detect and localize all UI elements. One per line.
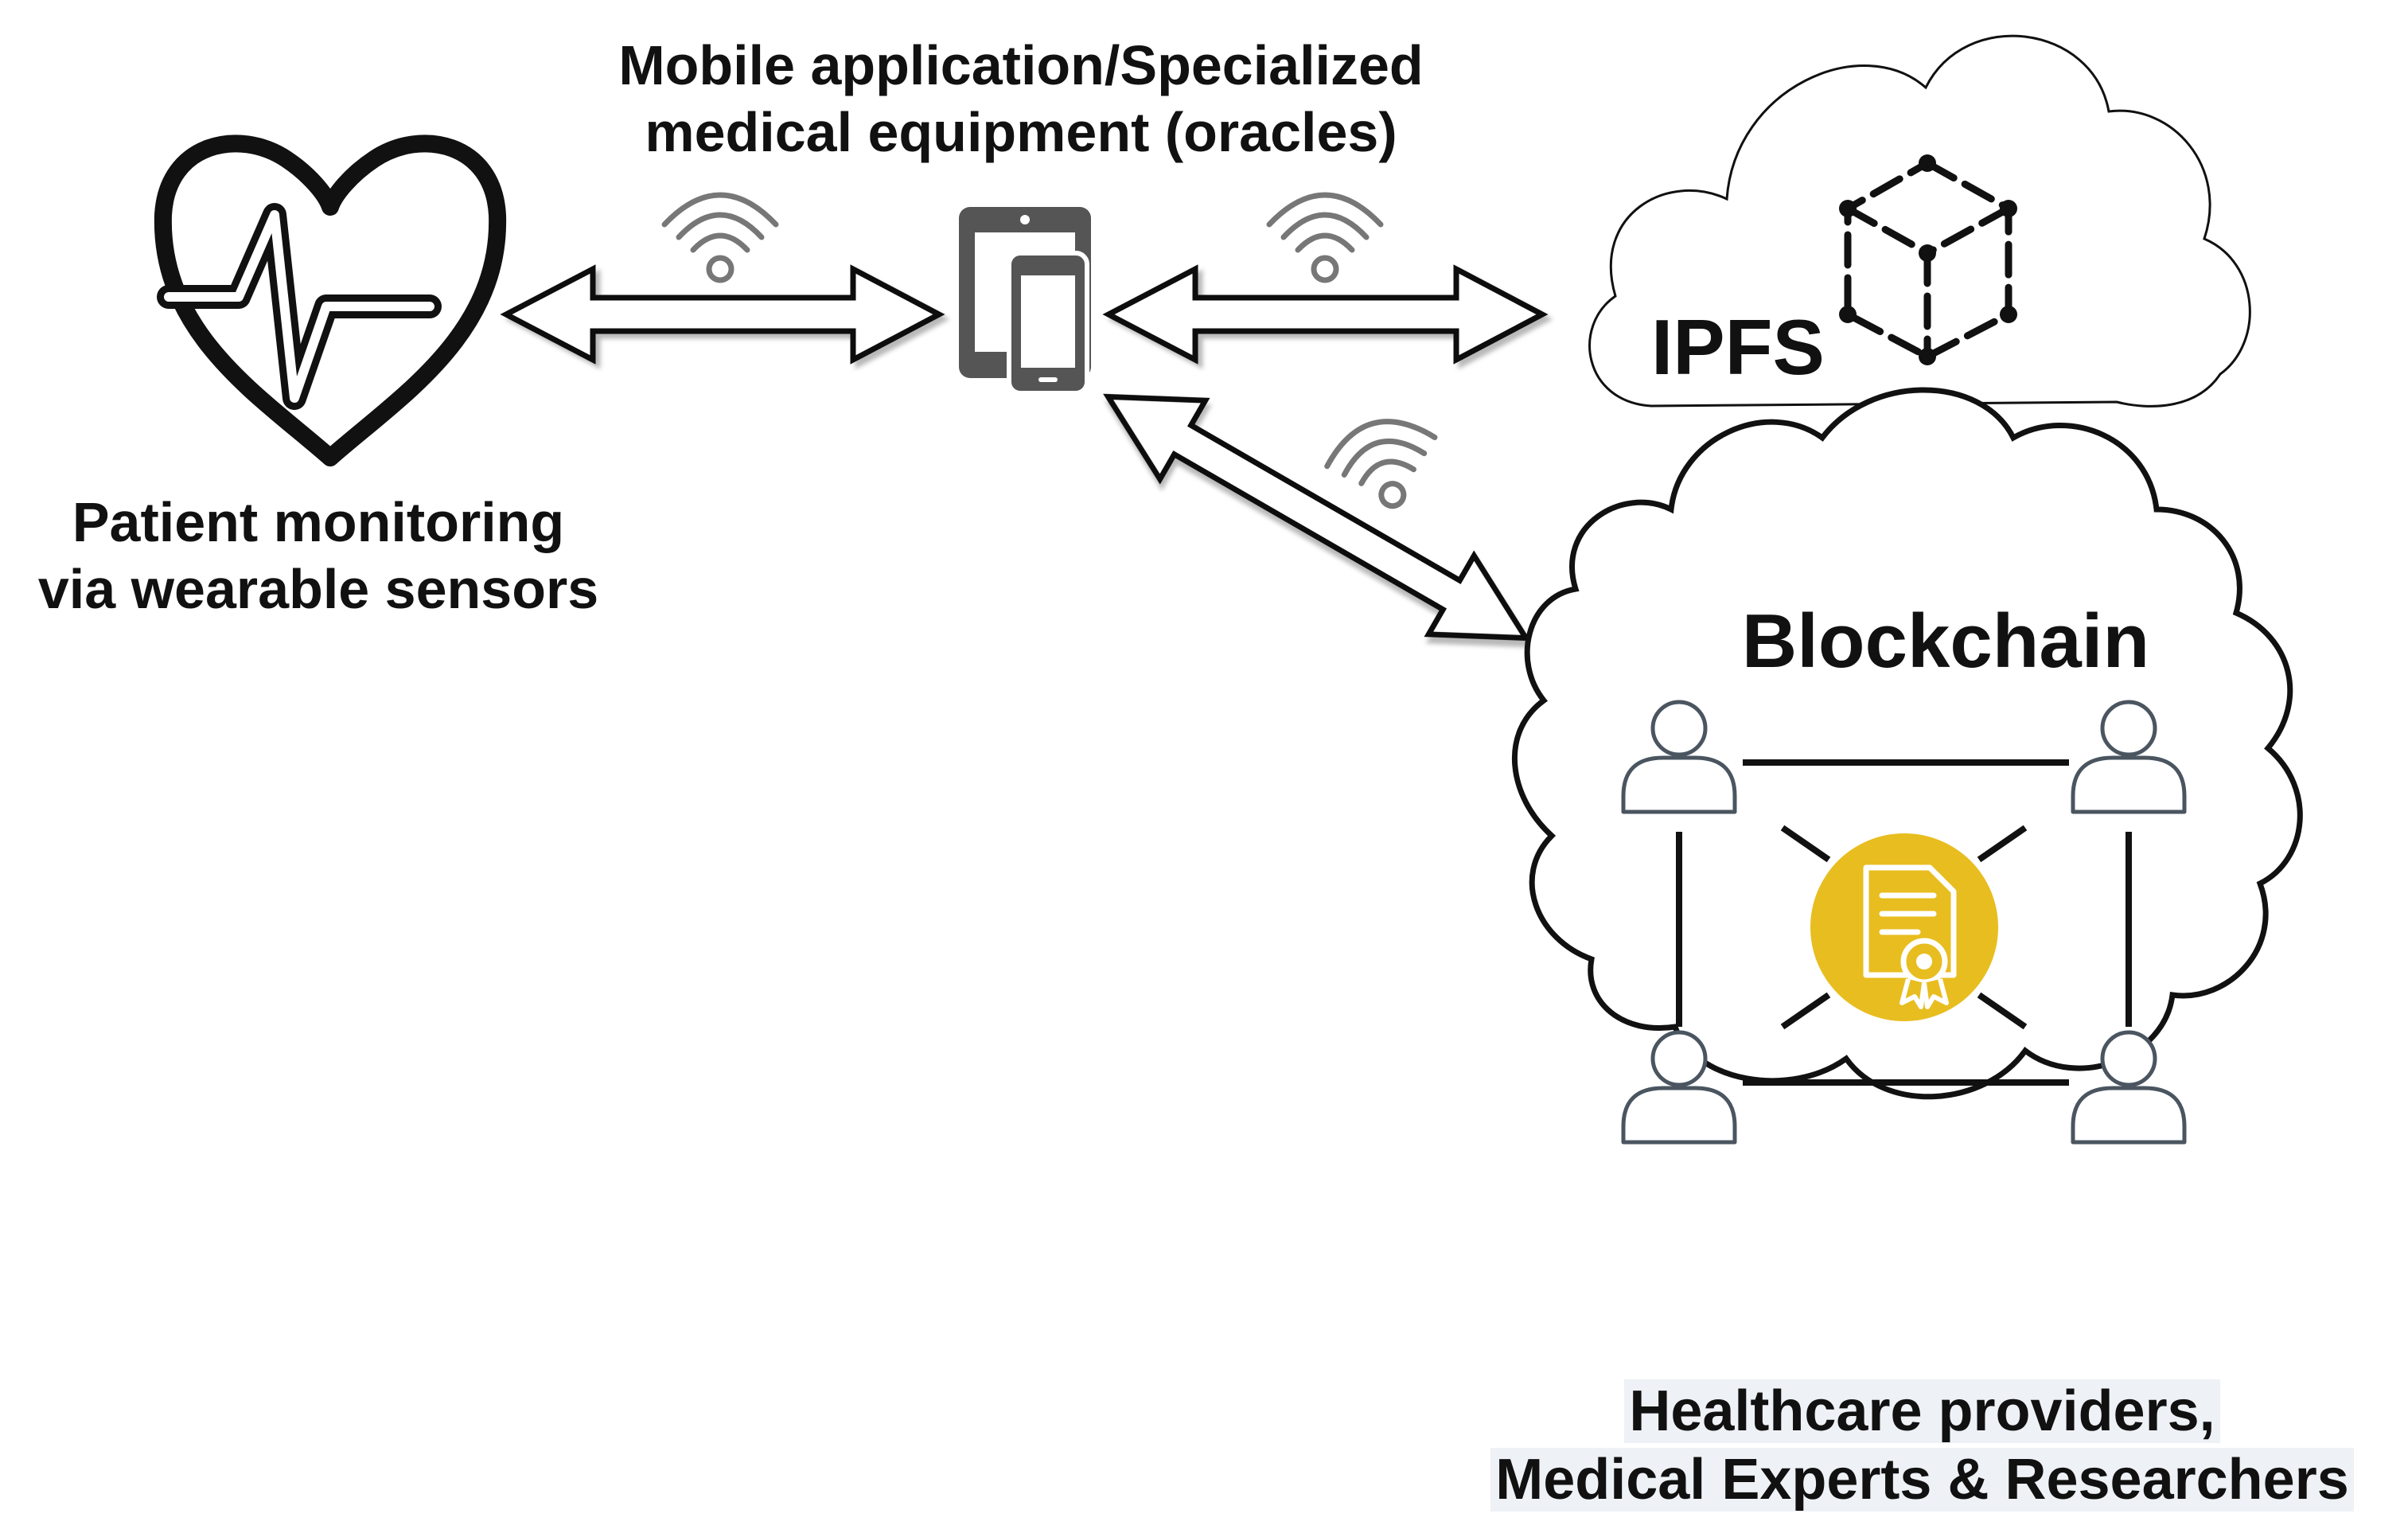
- certificate-icon: [1810, 833, 1998, 1021]
- wifi-icon: [1319, 409, 1449, 521]
- device-label: Mobile application/Specialized medical e…: [567, 32, 1475, 166]
- ipfs-label: IPFS: [1651, 303, 1825, 391]
- cube-nodes: [1839, 154, 2017, 365]
- patient-label: Patient monitoring via wearable sensors: [0, 489, 637, 622]
- providers-label-line1: Healthcare providers,: [1624, 1379, 2220, 1443]
- patient-label-line1: Patient monitoring: [72, 491, 565, 553]
- double-arrow-device-blockchain: [1103, 393, 1531, 642]
- blockchain-label: Blockchain: [1742, 599, 2149, 684]
- double-arrow-heart-device: [500, 264, 945, 365]
- wifi-icon: [1269, 195, 1381, 280]
- device-label-line2: medical equipment (oracles): [645, 101, 1397, 163]
- providers-label-line2: Medical Experts & Researchers: [1490, 1448, 2354, 1512]
- ipfs-cloud: IPFS: [1588, 34, 2251, 408]
- tablet-phone-icon: [959, 207, 1091, 396]
- double-arrow-device-ipfs: [1102, 264, 1549, 365]
- device-label-line1: Mobile application/Specialized: [618, 34, 1424, 96]
- wifi-icon: [664, 195, 776, 280]
- patient-label-line2: via wearable sensors: [37, 558, 599, 620]
- heart-pulse-icon: [154, 135, 507, 466]
- blockchain-cloud: Blockchain: [1511, 387, 2303, 1100]
- network-lines: [1676, 759, 2132, 1086]
- providers-label: Healthcare providers, Medical Experts & …: [1436, 1377, 2408, 1515]
